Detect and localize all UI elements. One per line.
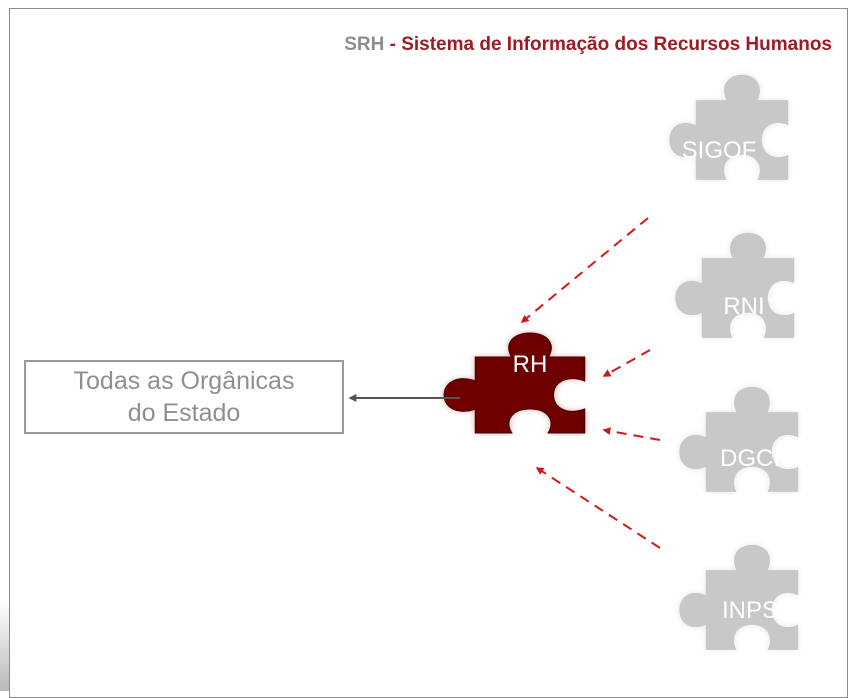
- left-edge-shadow: [0, 600, 9, 691]
- central-label-rh: RH: [513, 351, 548, 378]
- arrow-sigof-to-rh: [520, 217, 649, 324]
- target-label-line2: do Estado: [127, 399, 241, 427]
- puzzle-piece-icon: [443, 332, 586, 434]
- source-piece-sigof: [669, 74, 789, 180]
- puzzle-piece-icon: [679, 386, 799, 492]
- target-label-line1: Todas as Orgânicas: [73, 367, 295, 395]
- source-piece-dgci: [679, 386, 799, 492]
- puzzle-piece-icon: [669, 74, 789, 180]
- source-piece-rni: [675, 232, 795, 338]
- title-abbreviation: SRH: [344, 34, 385, 55]
- source-label-rni: RNI: [723, 293, 764, 320]
- central-piece-rh: [443, 332, 586, 434]
- source-label-sigof: SIGOF: [682, 137, 757, 164]
- target-box-organicas: Todas as Orgânicas do Estado: [24, 360, 344, 434]
- source-label-dgci: DGCI: [720, 445, 780, 472]
- arrow-inps-to-rh: [535, 467, 661, 549]
- title-full-name: - Sistema de Informação dos Recursos Hum…: [384, 34, 832, 55]
- diagram-title: SRH - Sistema de Informação dos Recursos…: [344, 34, 832, 56]
- arrow-rni-to-rh: [602, 349, 651, 377]
- puzzle-piece-icon: [675, 232, 795, 338]
- arrow-dgci-to-rh: [602, 427, 661, 441]
- source-label-inps: INPS: [722, 597, 778, 624]
